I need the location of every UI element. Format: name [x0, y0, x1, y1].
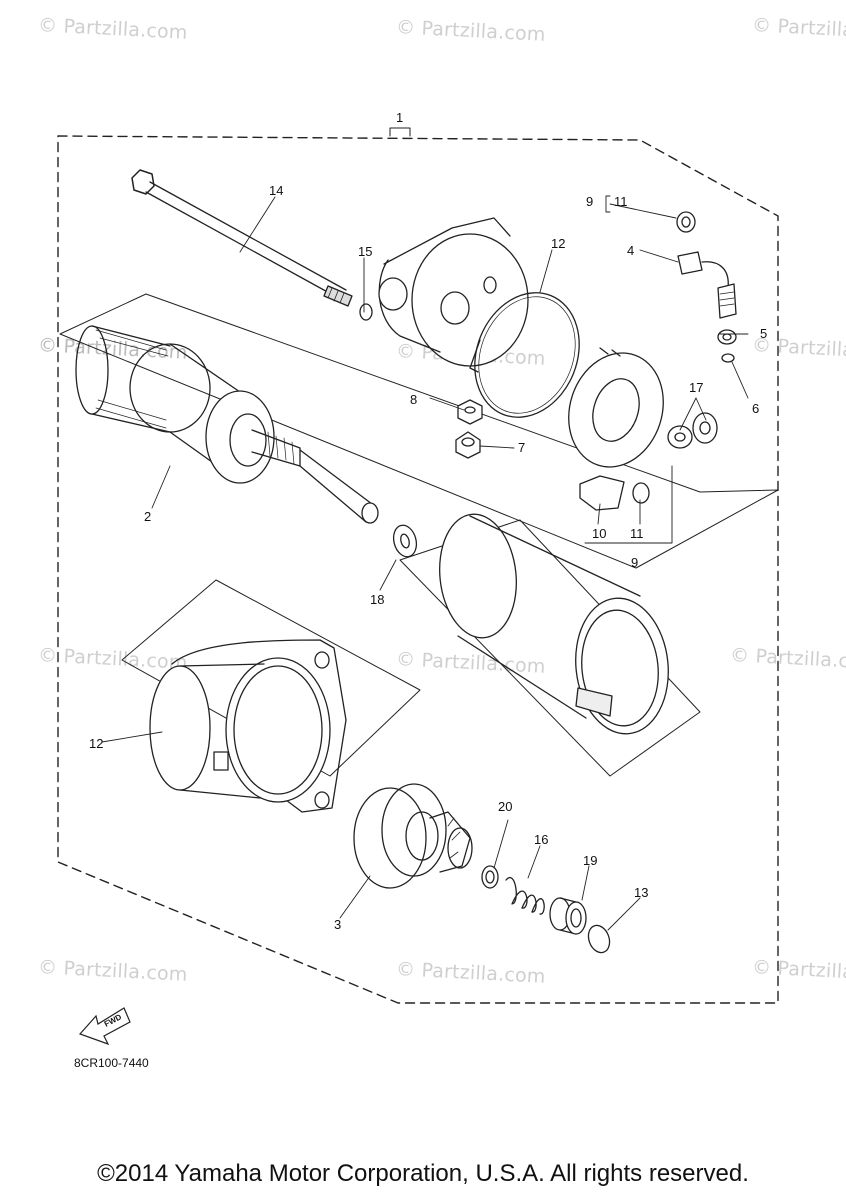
callout-13: 13 [634, 885, 649, 900]
callout-15: 15 [358, 244, 373, 259]
callout-4: 4 [627, 243, 635, 258]
brush-holder-plate [568, 347, 664, 511]
callout-16: 16 [534, 832, 549, 847]
front-cover [149, 639, 347, 813]
copyright-notice: ©2014 Yamaha Motor Corporation, U.S.A. A… [97, 1160, 749, 1187]
starter-clutch [353, 783, 473, 889]
callout-20: 20 [498, 799, 513, 814]
callout-11-lower: 11 [630, 526, 644, 541]
callout-7: 7 [518, 440, 526, 455]
o-ring-upper [474, 292, 580, 418]
leader-lines [101, 195, 749, 931]
callout-6: 6 [752, 401, 760, 416]
callout-19: 19 [583, 853, 598, 868]
rear-cover [378, 217, 529, 373]
through-bolt [131, 169, 353, 307]
fwd-arrow-icon [78, 1007, 131, 1046]
callout-8: 8 [410, 392, 418, 407]
callout-11-upper: 11 [614, 194, 628, 209]
callout-2: 2 [144, 509, 152, 524]
callout-9-upper: 9 [586, 194, 594, 209]
assembly-boundary [57, 135, 779, 1004]
callout-14: 14 [269, 183, 284, 198]
callout-10: 10 [592, 526, 607, 541]
callout-9-lower: 9 [631, 555, 639, 570]
callout-12-upper: 12 [551, 236, 566, 251]
diagram-code: 8CR100-7440 [74, 1056, 149, 1070]
callout-18: 18 [370, 592, 385, 607]
spring [505, 876, 545, 915]
callout-12-lower: 12 [89, 736, 104, 751]
callout-1: 1 [396, 110, 404, 125]
callout-5: 5 [760, 326, 768, 341]
upper-plane [59, 293, 779, 569]
callout-3: 3 [334, 917, 342, 932]
callout-17: 17 [689, 380, 704, 395]
yoke [439, 513, 669, 735]
brush-with-lead [677, 251, 737, 319]
collar [549, 897, 587, 935]
armature [75, 325, 379, 524]
